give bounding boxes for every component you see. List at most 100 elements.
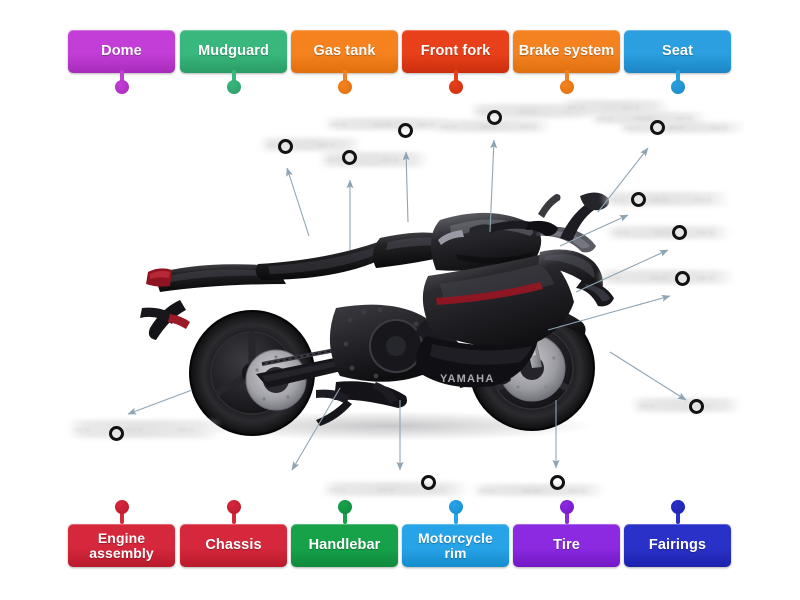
label-tile-text: Mudguard — [198, 42, 269, 59]
label-tile-text: Tire — [553, 536, 580, 553]
label-tile-text: Handlebar — [308, 536, 381, 553]
label-tile-tire[interactable]: Tire — [513, 524, 620, 567]
label-tile-chassis[interactable]: Chassis — [180, 524, 287, 567]
connector-arrow — [286, 167, 310, 237]
connector-arrow — [559, 214, 629, 247]
dropzone-placeholder — [322, 118, 454, 130]
tile-pin — [115, 70, 129, 94]
label-tile-text: Brake system — [518, 42, 615, 59]
motorcycle-photo: YAMAHA — [140, 168, 640, 443]
dropzone-placeholder-text: –– – — [178, 424, 195, 434]
dropzone-placeholder-text: –– – — [710, 123, 728, 132]
drop-target-marker[interactable] — [549, 474, 565, 490]
dropzone-placeholder-text: –– – — [697, 272, 714, 282]
label-tile-front-fork[interactable]: Front fork — [402, 30, 509, 73]
dropzone-placeholder-text: –– – — [608, 194, 625, 204]
dropzone-placeholder — [588, 112, 708, 124]
dropzone-placeholder-text: –– – — [568, 485, 586, 495]
tile-pin — [227, 500, 241, 524]
drop-target-marker[interactable] — [649, 119, 665, 135]
connector-arrow — [291, 387, 341, 471]
dropzone-placeholder — [604, 226, 732, 239]
drop-target-marker[interactable] — [108, 425, 124, 441]
dropzone-placeholder-text: –– – — [378, 484, 395, 494]
dropzone-placeholder-text: –– – — [623, 102, 640, 112]
dropzone-placeholder-text: –– – — [650, 272, 668, 282]
label-tile-seat[interactable]: Seat — [624, 30, 731, 73]
tile-pin — [338, 70, 352, 94]
dropzone-placeholder-text: –– – — [126, 424, 143, 434]
drop-target-marker[interactable] — [630, 191, 646, 207]
dropzone-placeholder-text: –– – — [694, 194, 712, 204]
dropzone-placeholder-text: –– – — [636, 113, 653, 123]
drop-target-marker[interactable] — [341, 149, 357, 165]
dropzone-placeholder-text: –– – — [612, 228, 629, 237]
connector-arrow — [547, 294, 671, 331]
drop-target-marker[interactable] — [674, 270, 690, 286]
label-tile-text: Motorcycle rim — [418, 529, 493, 561]
dropzone-placeholder-text: –– – — [328, 484, 345, 494]
label-tile-text: Seat — [661, 42, 694, 59]
dropzone-placeholder-text: –– – — [520, 121, 537, 131]
dropzone-placeholder-text: –– – — [654, 228, 672, 237]
dropzone-placeholder-text: –– – — [568, 102, 585, 112]
drop-target-marker[interactable] — [277, 138, 293, 154]
dropzone-placeholder — [600, 192, 730, 206]
dropzone-placeholder-text: –– – — [523, 485, 540, 495]
label-tile-brake-system[interactable]: Brake system — [513, 30, 620, 73]
tile-pin — [671, 500, 685, 524]
dropzone-placeholder-text: –– – — [519, 106, 536, 116]
dropzone-placeholder-text: –– – — [478, 485, 495, 495]
tile-pin — [671, 70, 685, 94]
tile-pin — [449, 500, 463, 524]
svg-text:YAMAHA: YAMAHA — [440, 373, 494, 385]
label-tile-text: Front fork — [420, 42, 491, 59]
dropzone-placeholder — [258, 138, 362, 151]
connector-arrow — [402, 151, 410, 223]
dropzone-placeholder-text: –– – — [604, 272, 621, 282]
dropzone-placeholder — [560, 100, 670, 114]
dropzone-placeholder-text: –– – — [318, 140, 335, 149]
connector-arrow — [127, 389, 193, 415]
dropzone-placeholder — [66, 420, 222, 438]
dropzone-placeholder-text: –– – — [74, 424, 91, 434]
dropzone-placeholder — [630, 398, 742, 412]
dropzone-placeholder-text: –– – — [330, 119, 347, 129]
label-tile-mudguard[interactable]: Mudguard — [180, 30, 287, 73]
dropzone-placeholder-text: –– – — [638, 400, 655, 410]
dropzone-placeholder-text: –– – — [596, 113, 613, 123]
label-tile-handlebar[interactable]: Handlebar — [291, 524, 398, 567]
label-tile-motorcycle-rim[interactable]: Motorcycle rim — [402, 524, 509, 567]
dropzone-placeholder-text: –– – — [418, 119, 435, 129]
label-tile-gas-tank[interactable]: Gas tank — [291, 30, 398, 73]
drop-target-marker[interactable] — [688, 398, 704, 414]
connector-arrow — [609, 351, 687, 401]
drop-target-marker[interactable] — [486, 109, 502, 125]
label-tile-engine-assembly[interactable]: Engine assembly — [68, 524, 175, 567]
dropzone-placeholder — [320, 482, 470, 496]
drop-target-marker[interactable] — [397, 122, 413, 138]
dropzone-placeholder — [318, 152, 430, 167]
tile-pin — [560, 70, 574, 94]
dropzone-placeholder-text: –– – — [562, 106, 580, 116]
drop-target-marker[interactable] — [671, 224, 687, 240]
dropzone-placeholder-text: –– – — [651, 194, 668, 204]
dropzone-placeholder-text: –– – — [374, 119, 391, 129]
tile-pin — [338, 500, 352, 524]
dropzone-placeholder-text: –– – — [440, 121, 457, 131]
label-tile-fairings[interactable]: Fairings — [624, 524, 731, 567]
label-tile-dome[interactable]: Dome — [68, 30, 175, 73]
tile-pin — [115, 500, 129, 524]
dropzone-placeholder-text: –– – — [667, 123, 684, 132]
dropzone-placeholder — [596, 270, 736, 284]
tile-pin — [449, 70, 463, 94]
tile-pin — [227, 70, 241, 94]
dropzone-placeholder-text: –– – — [382, 155, 399, 164]
drop-target-marker[interactable] — [420, 474, 436, 490]
label-tile-text: Gas tank — [313, 42, 376, 59]
connector-arrow — [575, 249, 669, 293]
connector-arrow — [489, 139, 498, 233]
label-tile-text: Engine assembly — [89, 529, 154, 561]
